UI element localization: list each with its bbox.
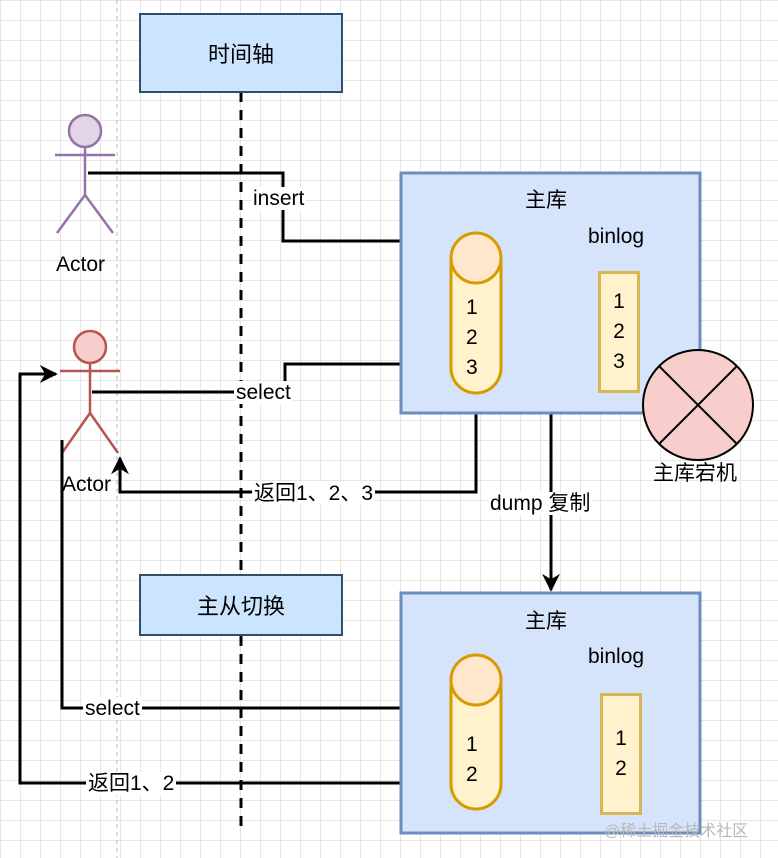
actor-1-figure — [55, 113, 115, 234]
select-bottom-arrow — [60, 440, 452, 717]
crash-label: 主库宕机 — [653, 462, 737, 485]
return-bottom-arrow — [18, 365, 448, 785]
edge-return-bottom-label: 返回1、2 — [86, 772, 177, 795]
actor-2-label: Actor — [62, 473, 112, 496]
edge-insert-label: insert — [251, 187, 307, 210]
watermark: @稀土掘金技术社区 — [604, 823, 749, 840]
master-top-binlog-box: 1 2 3 — [598, 271, 640, 393]
cyl-value: 2 — [466, 326, 478, 349]
actor-1-label: Actor — [56, 253, 106, 276]
switch-label-box: 主从切换 — [139, 574, 343, 636]
binlog-value: 1 — [613, 290, 625, 313]
edge-select-top-label: select — [234, 381, 293, 404]
edge-select-bottom-label: select — [83, 697, 142, 720]
master-top-binlog-label: binlog — [588, 225, 645, 248]
master-bottom-cylinder — [449, 653, 503, 811]
cyl-value: 3 — [466, 356, 478, 379]
master-bottom-cylinder-values: 1 2 — [466, 733, 478, 787]
binlog-value: 1 — [615, 727, 627, 750]
switch-label: 主从切换 — [196, 594, 285, 619]
binlog-value: 2 — [613, 320, 625, 343]
binlog-value: 3 — [613, 350, 625, 373]
edge-dump-label: dump 复制 — [488, 492, 593, 515]
master-top-title: 主库 — [525, 189, 567, 212]
cyl-value: 1 — [466, 733, 478, 756]
master-bottom-binlog-label: binlog — [588, 645, 645, 668]
binlog-value: 2 — [615, 757, 627, 780]
master-top-cylinder — [449, 231, 503, 395]
select-top-arrow — [92, 355, 452, 394]
cyl-value: 2 — [466, 763, 478, 786]
master-top-cylinder-values: 1 2 3 — [466, 296, 478, 380]
crash-x-icon — [642, 349, 754, 461]
timeline-label-box: 时间轴 — [139, 13, 343, 93]
master-bottom-binlog-box: 1 2 — [600, 693, 642, 815]
timeline-label: 时间轴 — [207, 42, 274, 67]
cyl-value: 1 — [466, 296, 478, 319]
edge-return-top-label: 返回1、2、3 — [252, 482, 376, 505]
actor-2-figure — [60, 329, 120, 454]
master-bottom-title: 主库 — [525, 610, 567, 633]
